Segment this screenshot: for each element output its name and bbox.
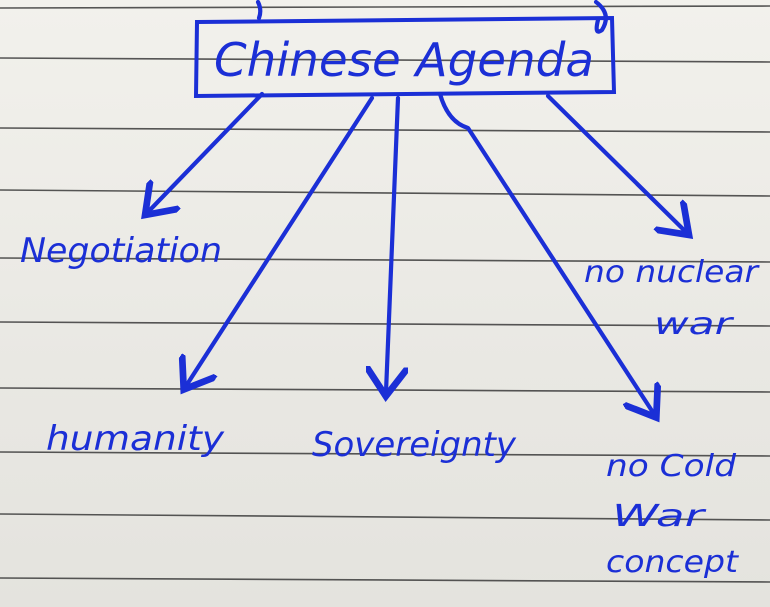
root-label: Chinese Agenda — [214, 33, 594, 87]
rule-line — [0, 451, 770, 457]
rule-line — [0, 127, 770, 133]
ruled-lines — [0, 5, 770, 583]
arrow-to-negotiation — [148, 91, 265, 212]
arrow-to-humanity — [186, 95, 375, 386]
branch-label-humanity: humanity — [46, 419, 225, 459]
arrow-to-no-nuclear-war — [545, 93, 686, 232]
branch-label-no-cold-war: no Cold War concept — [606, 449, 746, 580]
stray-ink-stroke — [255, 0, 263, 21]
rule-line — [0, 257, 770, 263]
branch-label-sovereignty: Sovereignty — [312, 425, 517, 465]
branch-label-negotiation: Negotiation — [20, 231, 222, 271]
rule-line — [0, 5, 770, 9]
rule-line — [0, 57, 770, 63]
rule-line — [0, 189, 770, 197]
arrow-to-sovereignty — [386, 95, 398, 392]
rule-line — [0, 577, 770, 583]
branch-label-no-nuclear-war: no nuclear war — [584, 255, 768, 342]
stray-ink-stroke — [593, 0, 608, 34]
arrow-to-no-cold-war — [437, 91, 654, 414]
rule-line — [0, 513, 770, 521]
rule-line — [0, 321, 770, 327]
root-box — [193, 15, 617, 99]
